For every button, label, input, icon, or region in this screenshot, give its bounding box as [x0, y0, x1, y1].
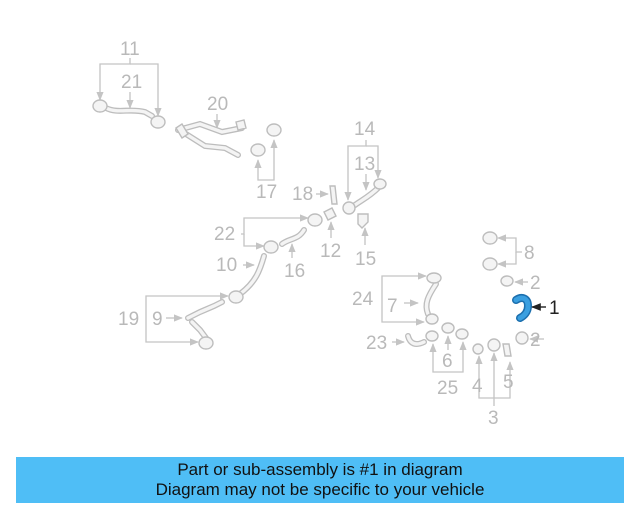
callout-24: 24	[352, 289, 374, 310]
callout-3: 3	[488, 408, 499, 429]
callout-9: 9	[152, 309, 163, 330]
callout-10: 10	[216, 255, 237, 276]
part-2-lower: 2	[515, 330, 544, 351]
banner-line-1: Part or sub-assembly is #1 in diagram	[177, 460, 463, 479]
callout-7: 7	[387, 296, 398, 317]
part-15: 15	[355, 213, 376, 270]
part-16: 16	[279, 227, 307, 282]
callout-23: 23	[366, 333, 387, 354]
part-10: 10	[216, 253, 267, 304]
callout-12: 12	[320, 241, 341, 262]
callout-14: 14	[354, 119, 376, 140]
part-18: 18	[292, 184, 338, 205]
callout-18: 18	[292, 184, 313, 205]
callout-2-lower: 2	[530, 330, 541, 351]
assembly-14-13: 14 13	[342, 119, 387, 215]
callout-13: 13	[354, 154, 375, 175]
assembly-11-21: 11 21	[92, 39, 166, 129]
callout-17: 17	[256, 182, 277, 203]
callout-1: 1	[549, 298, 560, 319]
assembly-25-6: 6 25	[425, 322, 469, 399]
assembly-22: 22	[214, 213, 323, 254]
assembly-17: 17	[250, 123, 282, 203]
callout-22: 22	[214, 224, 235, 245]
assembly-19-9: 19 9	[118, 292, 229, 350]
callout-2-upper: 2	[530, 273, 541, 294]
callout-8: 8	[524, 243, 535, 264]
callout-4: 4	[472, 376, 483, 397]
callout-16: 16	[284, 261, 305, 282]
callout-25: 25	[437, 378, 458, 399]
part-2-upper: 2	[500, 273, 541, 294]
callout-21: 21	[121, 72, 142, 93]
callout-6: 6	[442, 351, 453, 372]
banner-line-2: Diagram may not be specific to your vehi…	[155, 480, 485, 499]
part-20-pipe-bracket: 20	[175, 94, 247, 158]
assembly-8: 8	[482, 231, 535, 271]
part-23: 23	[366, 333, 427, 354]
info-banner: Part or sub-assembly is #1 in diagram Di…	[16, 457, 624, 503]
callout-5: 5	[503, 372, 514, 393]
parts-diagram: 11 21 20 17 14 13	[92, 39, 560, 429]
callout-15: 15	[355, 249, 376, 270]
assembly-3-4-5: 4 5 3	[472, 338, 514, 429]
callout-19: 19	[118, 309, 139, 330]
part-12: 12	[320, 207, 341, 262]
assembly-24-7: 24 7	[352, 272, 442, 326]
callout-20: 20	[207, 94, 228, 115]
callout-11: 11	[120, 39, 140, 60]
part-1-highlighted[interactable]: 1	[512, 294, 560, 322]
